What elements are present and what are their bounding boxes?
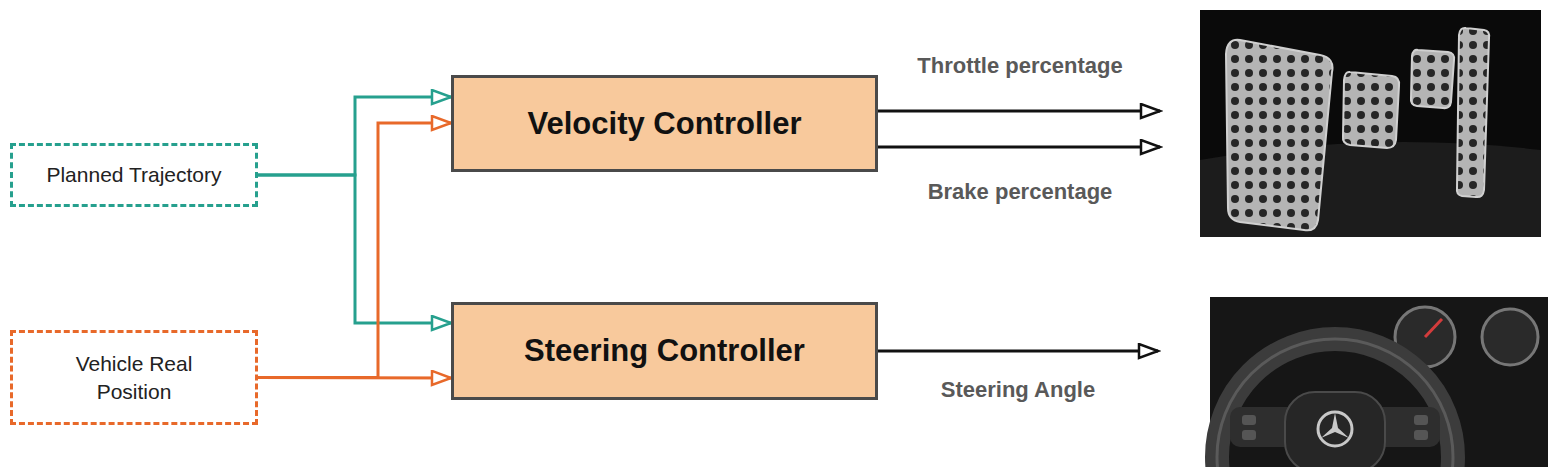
output-arrow	[878, 110, 1160, 113]
process-box: Steering Controller	[451, 302, 878, 400]
connector-arrow	[258, 175, 451, 323]
box-label: Planned Trajectory	[46, 161, 221, 188]
input-box: Vehicle Real Position	[10, 330, 258, 425]
gauge-needle	[1425, 319, 1442, 337]
signal-label: Brake percentage	[928, 179, 1113, 205]
connector-group	[258, 97, 451, 378]
box-label: Steering Controller	[524, 333, 805, 369]
wheel-button	[1242, 415, 1256, 425]
wheel-rim	[1217, 339, 1453, 467]
box-label: Vehicle Real Position	[49, 350, 219, 405]
process-box: Velocity Controller	[451, 75, 878, 172]
box-label: Velocity Controller	[528, 106, 802, 142]
wheel-button	[1242, 430, 1256, 440]
photo-background	[1200, 10, 1541, 237]
clutch-pedal	[1343, 72, 1399, 148]
input-box: Planned Trajectory	[10, 143, 258, 207]
gauge	[1482, 309, 1538, 365]
wheel-rim-edge	[1217, 339, 1453, 467]
emblem-star	[1321, 413, 1349, 438]
wheel-button	[1414, 430, 1428, 440]
wheel-hub	[1285, 392, 1385, 467]
throttle-pedal	[1457, 28, 1489, 197]
foot-rest	[1226, 40, 1333, 231]
pedals-picture	[1200, 10, 1541, 237]
steering-wheel-picture	[1210, 297, 1548, 467]
output-arrow	[878, 350, 1158, 353]
brake-pedal	[1411, 50, 1454, 108]
connector-arrow	[258, 97, 451, 175]
connector-arrow	[258, 376, 451, 380]
output-arrow	[878, 146, 1160, 149]
wheel-button	[1414, 415, 1428, 425]
connector-arrow	[258, 123, 451, 378]
emblem-ring	[1318, 412, 1352, 446]
signal-label: Steering Angle	[941, 377, 1095, 403]
signal-label: Throttle percentage	[917, 53, 1122, 79]
